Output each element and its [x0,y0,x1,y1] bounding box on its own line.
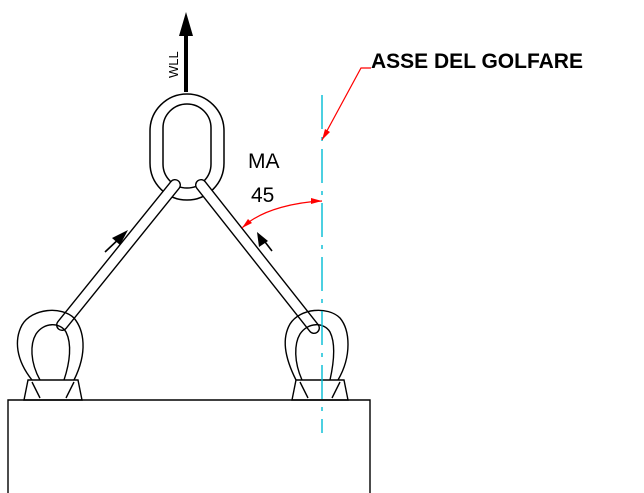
angle-value: 45 [251,184,274,207]
force-arrow-icon [104,230,128,253]
wll-label: WLL [166,51,181,78]
load-block [7,399,371,493]
sling-leg-right [195,179,320,334]
angle-prefix: MA [248,150,280,173]
sling-leg-left [56,179,181,331]
angle-arc [241,198,323,229]
axis-title: ASSE DEL GOLFARE [371,50,583,73]
master-link [149,93,225,201]
axis-leader [321,67,371,141]
eyebolt-left [16,309,84,401]
upward-load-arrow-icon [179,12,193,92]
eyebolt-right [284,309,349,401]
force-arrow-icon [257,232,273,252]
